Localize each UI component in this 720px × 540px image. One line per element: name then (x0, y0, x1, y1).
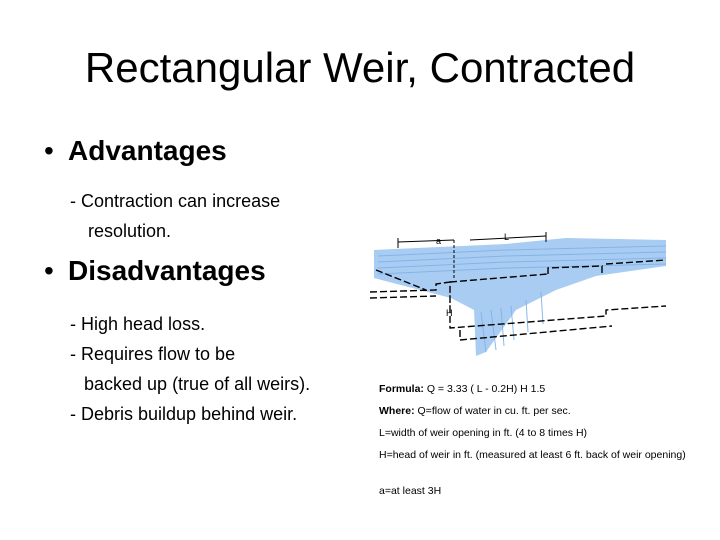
formula-row: Formula: Q = 3.33 ( L - 0.2H) H 1.5 (379, 382, 689, 396)
weir-plate (369, 259, 667, 341)
bullet-icon: • (44, 255, 54, 286)
label-L: L (504, 232, 509, 242)
advantages-heading: • Advantages (44, 134, 227, 168)
disadvantages-line-1: - High head loss. (70, 314, 206, 334)
where-text: Q=flow of water in cu. ft. per sec. (417, 405, 571, 417)
label-H: H (446, 308, 453, 318)
disadvantages-line-4: - Debris buildup behind weir. (70, 404, 298, 424)
weir-diagram: a L H (369, 232, 667, 356)
advantages-line-1: - Contraction can increase (70, 191, 281, 211)
slide-title: Rectangular Weir, Contracted (84, 44, 636, 91)
dimension-lines (397, 232, 547, 312)
advantages-label: Advantages (68, 135, 227, 166)
advantages-list: - Contraction can increase resolution. (70, 186, 280, 246)
L-definition: L=width of weir opening in ft. (4 to 8 t… (379, 427, 588, 439)
disadvantages-line-3: backed up (true of all weirs). (84, 374, 311, 394)
advantages-line-2: resolution. (88, 221, 172, 241)
bullet-icon: • (44, 135, 54, 166)
where-row: Where: Q=flow of water in cu. ft. per se… (379, 404, 689, 418)
label-a: a (436, 236, 441, 246)
water-flow (374, 238, 667, 356)
a-definition: a=at least 3H (379, 485, 442, 497)
formula-text: Q = 3.33 ( L - 0.2H) H 1.5 (426, 383, 546, 395)
formula-label: Formula: (379, 383, 424, 395)
where-label: Where: (379, 405, 415, 417)
disadvantages-line-2: - Requires flow to be (70, 344, 236, 364)
disadvantages-heading: • Disadvantages (44, 254, 266, 288)
disadvantages-label: Disadvantages (68, 255, 266, 286)
disadvantages-list: - High head loss. - Requires flow to be … (70, 309, 310, 429)
H-definition: H=head of weir in ft. (measured at least… (379, 449, 686, 461)
